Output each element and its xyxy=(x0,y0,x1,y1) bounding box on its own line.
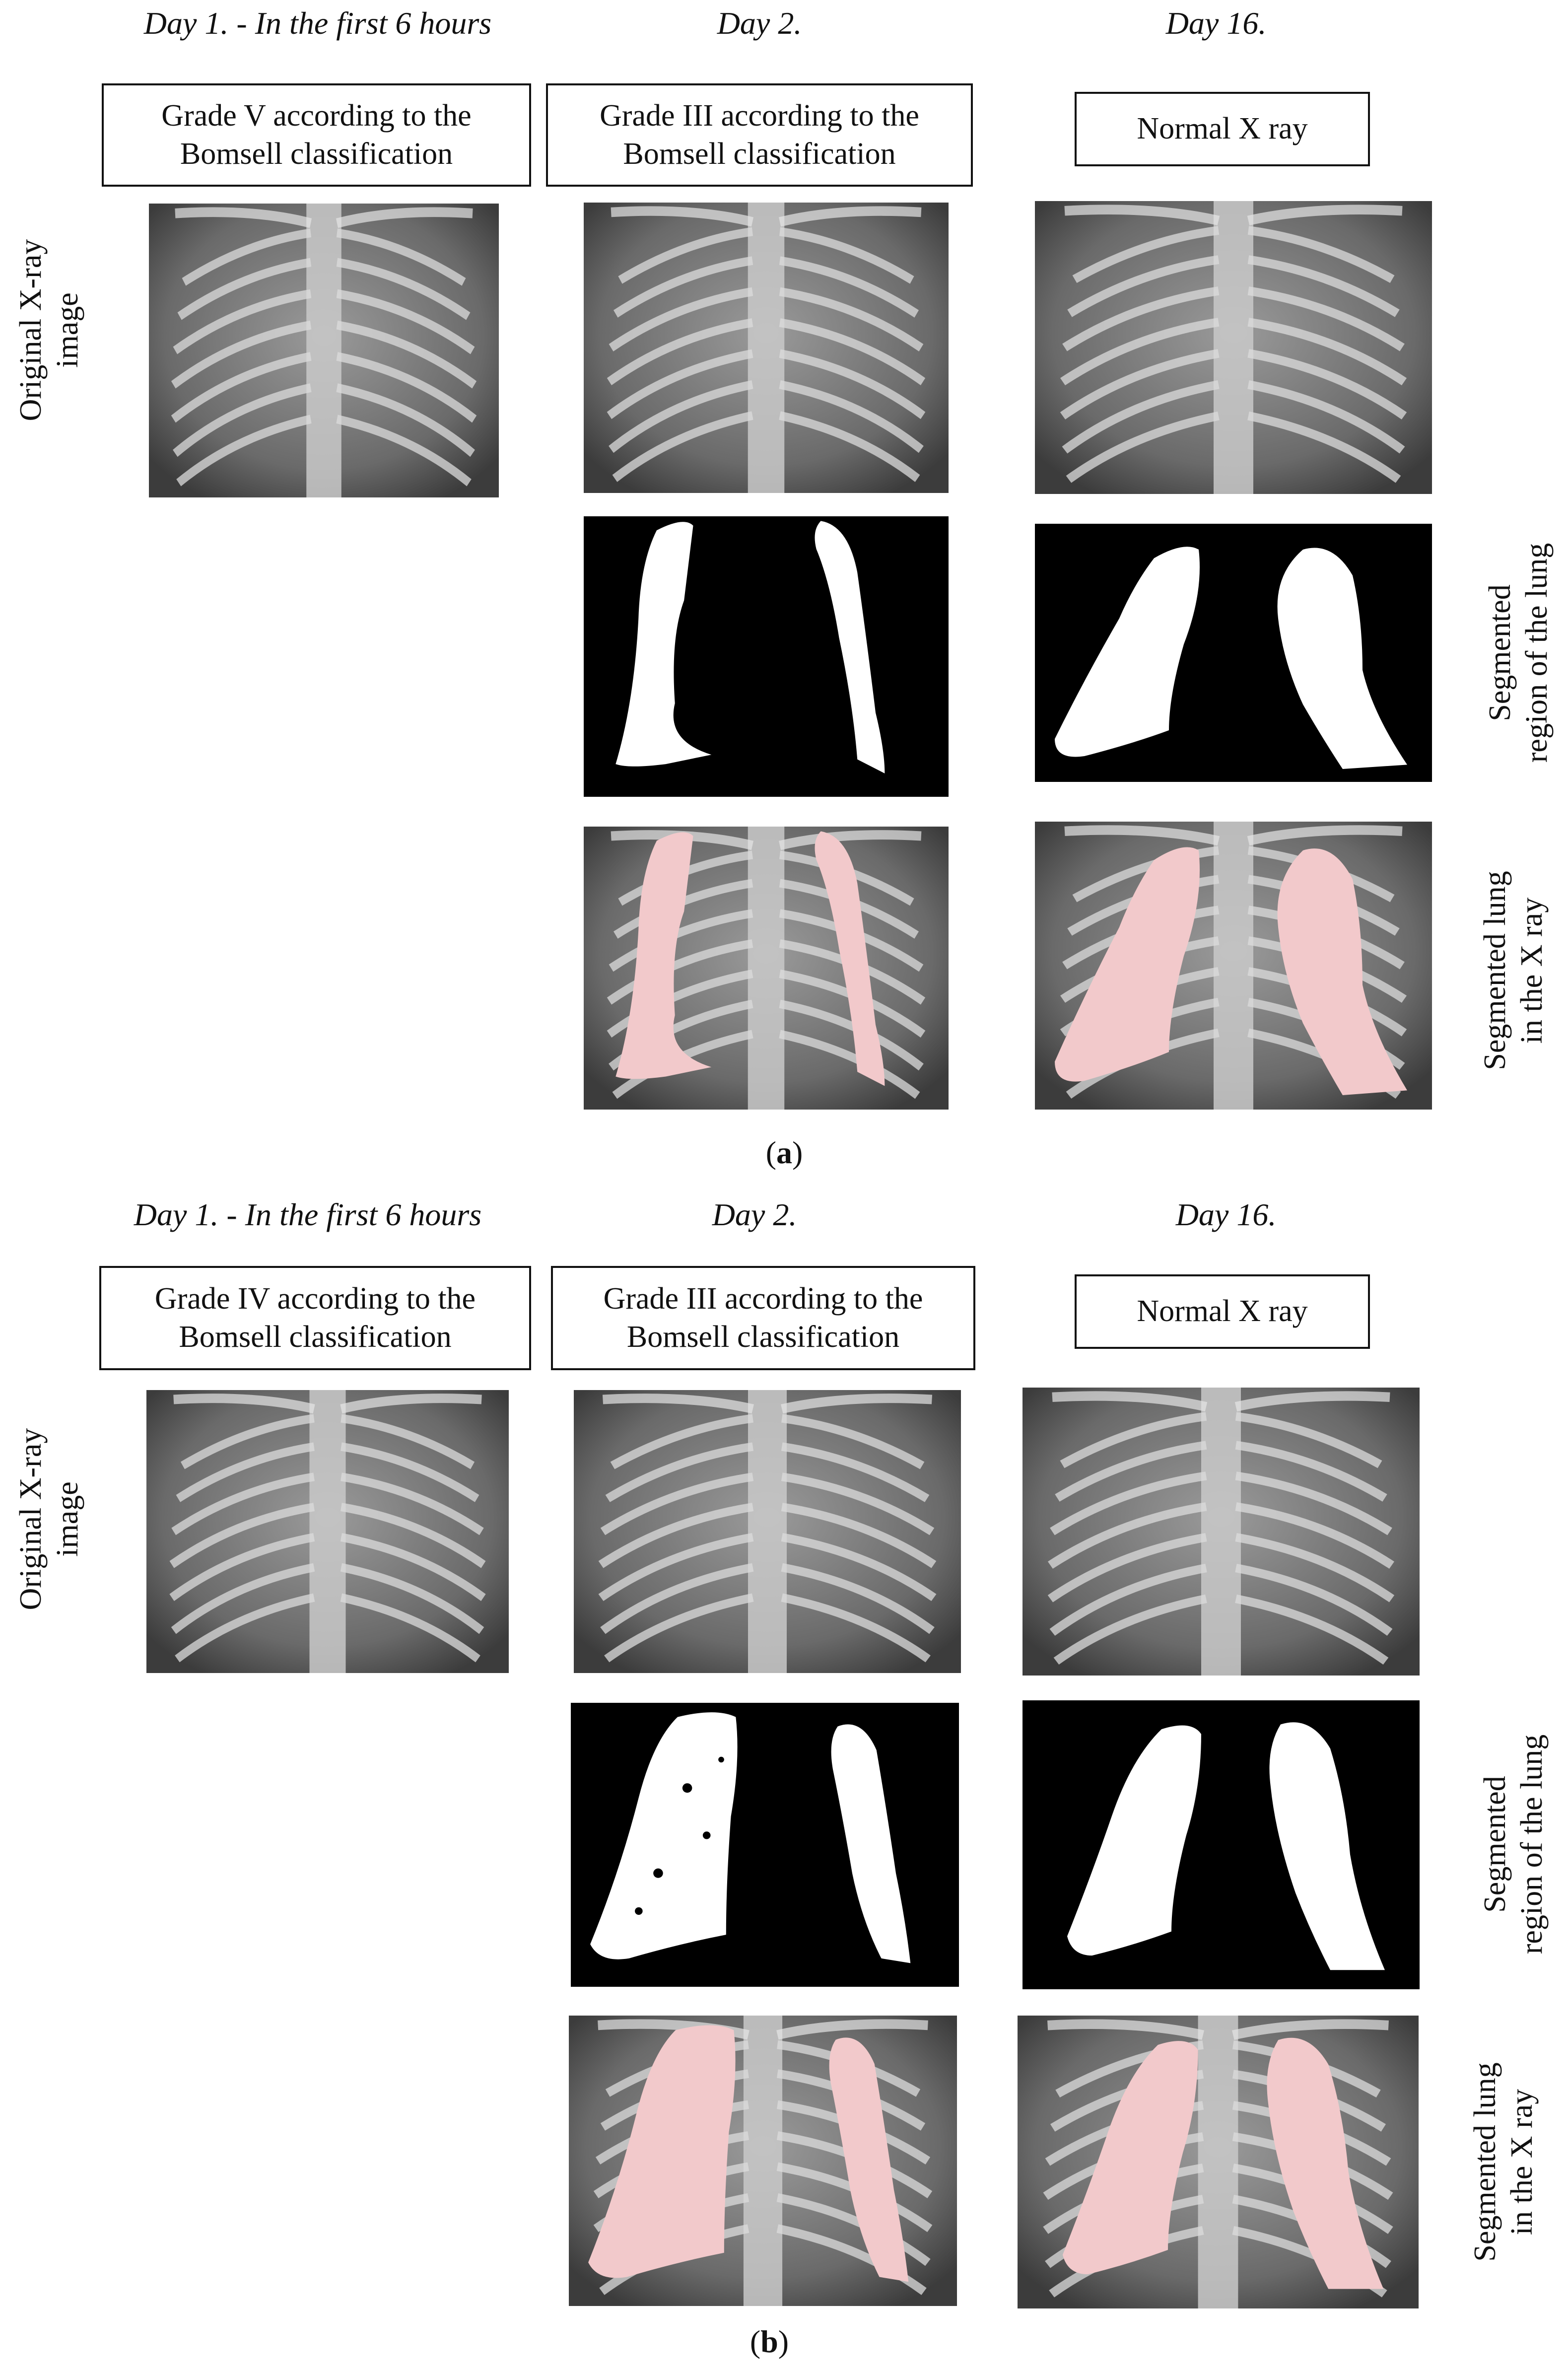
row-label-seg-region-a: Segmented region of the lung xyxy=(1482,524,1556,782)
grade-line-1: Grade V according to the xyxy=(161,98,472,133)
mask-day2-a xyxy=(584,516,949,797)
xray-original-day2-a xyxy=(584,203,949,493)
caption-letter: a xyxy=(776,1135,792,1170)
overlay-day2-b xyxy=(569,2016,957,2306)
caption-a: (a) xyxy=(765,1135,803,1170)
overlay-day16-a xyxy=(1035,822,1432,1110)
row-label-line-2: image xyxy=(51,1481,85,1557)
row-label-line-2: in the X ray xyxy=(1505,2089,1539,2235)
xray-original-day16-b xyxy=(1023,1388,1420,1676)
grade-line-2: Bomsell classification xyxy=(179,1320,452,1354)
overlay-day2-a xyxy=(584,827,949,1110)
mask-day16-b xyxy=(1023,1700,1420,1989)
row-label-line-2: image xyxy=(51,292,85,368)
xray-original-day16-a xyxy=(1035,201,1432,494)
row-label-original-b: Original X-ray image xyxy=(12,1420,87,1618)
grade-box-col3: Normal X ray xyxy=(1075,92,1370,166)
caption-letter: b xyxy=(760,2324,778,2359)
row-label-seg-region-b: Segmented region of the lung xyxy=(1477,1715,1551,1973)
day-header-col3: Day 16. xyxy=(1175,1197,1277,1232)
row-label-line-2: region of the lung xyxy=(1520,543,1554,763)
row-label-line-1: Original X-ray xyxy=(14,239,48,421)
day-header-col2: Day 2. xyxy=(717,5,802,41)
grade-line-1: Grade III according to the xyxy=(600,98,919,133)
row-label-line-2: region of the lung xyxy=(1515,1734,1549,1955)
grade-line-1: Grade IV according to the xyxy=(154,1281,476,1316)
xray-original-day2-b xyxy=(574,1390,961,1673)
grade-line-2: Bomsell classification xyxy=(626,1320,900,1354)
row-label-line-1: Original X-ray xyxy=(14,1428,48,1610)
row-label-line-2: in the X ray xyxy=(1515,897,1549,1044)
mask-day2-b xyxy=(571,1703,959,1987)
grade-line-1: Normal X ray xyxy=(1137,1294,1308,1328)
day-header-col1: Day 1. - In the first 6 hours xyxy=(143,5,492,41)
row-label-seg-lung-b: Segmented lung in the X ray xyxy=(1467,2048,1541,2276)
row-label-line-1: Segmented lung xyxy=(1478,871,1512,1070)
row-label-line-1: Segmented lung xyxy=(1468,2062,1502,2262)
grade-box-col3: Normal X ray xyxy=(1075,1274,1370,1349)
day-header-col3: Day 16. xyxy=(1165,5,1267,41)
row-label-line-1: Segmented xyxy=(1478,1776,1512,1913)
xray-original-day1-b xyxy=(146,1390,509,1673)
xray-original-day1-a xyxy=(149,204,499,497)
mask-day16-a xyxy=(1035,524,1432,782)
row-label-seg-lung-a: Segmented lung in the X ray xyxy=(1477,856,1551,1085)
day-header-col1: Day 1. - In the first 6 hours xyxy=(134,1197,482,1232)
row-label-line-1: Segmented xyxy=(1483,584,1517,721)
grade-line-1: Grade III according to the xyxy=(603,1281,923,1316)
grade-line-2: Bomsell classification xyxy=(623,137,896,171)
grade-line-2: Bomsell classification xyxy=(180,137,453,171)
grade-line-1: Normal X ray xyxy=(1137,112,1308,146)
day-header-col2: Day 2. xyxy=(712,1197,797,1232)
overlay-day16-b xyxy=(1018,2016,1419,2308)
row-label-original-a: Original X-ray image xyxy=(12,231,87,429)
caption-b: (b) xyxy=(750,2324,789,2359)
